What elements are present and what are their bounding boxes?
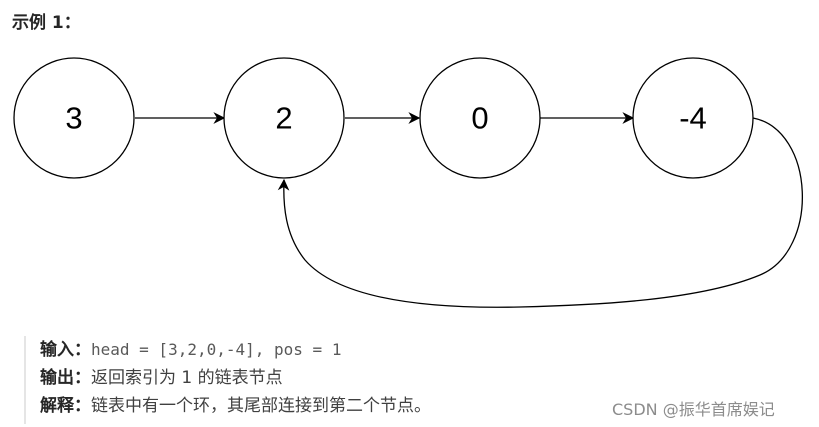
linked-list-diagram: 3 2 0 -4 [13,57,803,308]
node-value: 2 [275,101,292,136]
explanation-label: 解释： [40,396,91,416]
node-value: 3 [65,101,82,136]
list-node-3: -4 [632,57,754,179]
list-node-0: 3 [13,57,135,179]
input-label: 输入： [40,340,91,360]
example-io-block: 输入：head = [3,2,0,-4], pos = 1 输出：返回索引为 1… [24,336,584,424]
csdn-watermark: CSDN @振华首席娱记 [612,400,775,419]
output-label: 输出： [40,368,91,388]
output-line: 输出：返回索引为 1 的链表节点 [40,364,584,392]
input-line: 输入：head = [3,2,0,-4], pos = 1 [40,336,584,364]
input-value: head = [3,2,0,-4], pos = 1 [91,340,342,359]
edge-cycle-node-3-to-node-1 [277,117,803,308]
output-value: 返回索引为 1 的链表节点 [91,368,283,388]
list-node-1: 2 [223,57,345,179]
explanation-line: 解释：链表中有一个环，其尾部连接到第二个节点。 [40,392,584,420]
explanation-value: 链表中有一个环，其尾部连接到第二个节点。 [91,396,431,416]
list-node-2: 0 [419,57,541,179]
node-value: 0 [471,101,488,136]
example-title: 示例 1： [12,13,81,33]
node-value: -4 [679,101,707,136]
